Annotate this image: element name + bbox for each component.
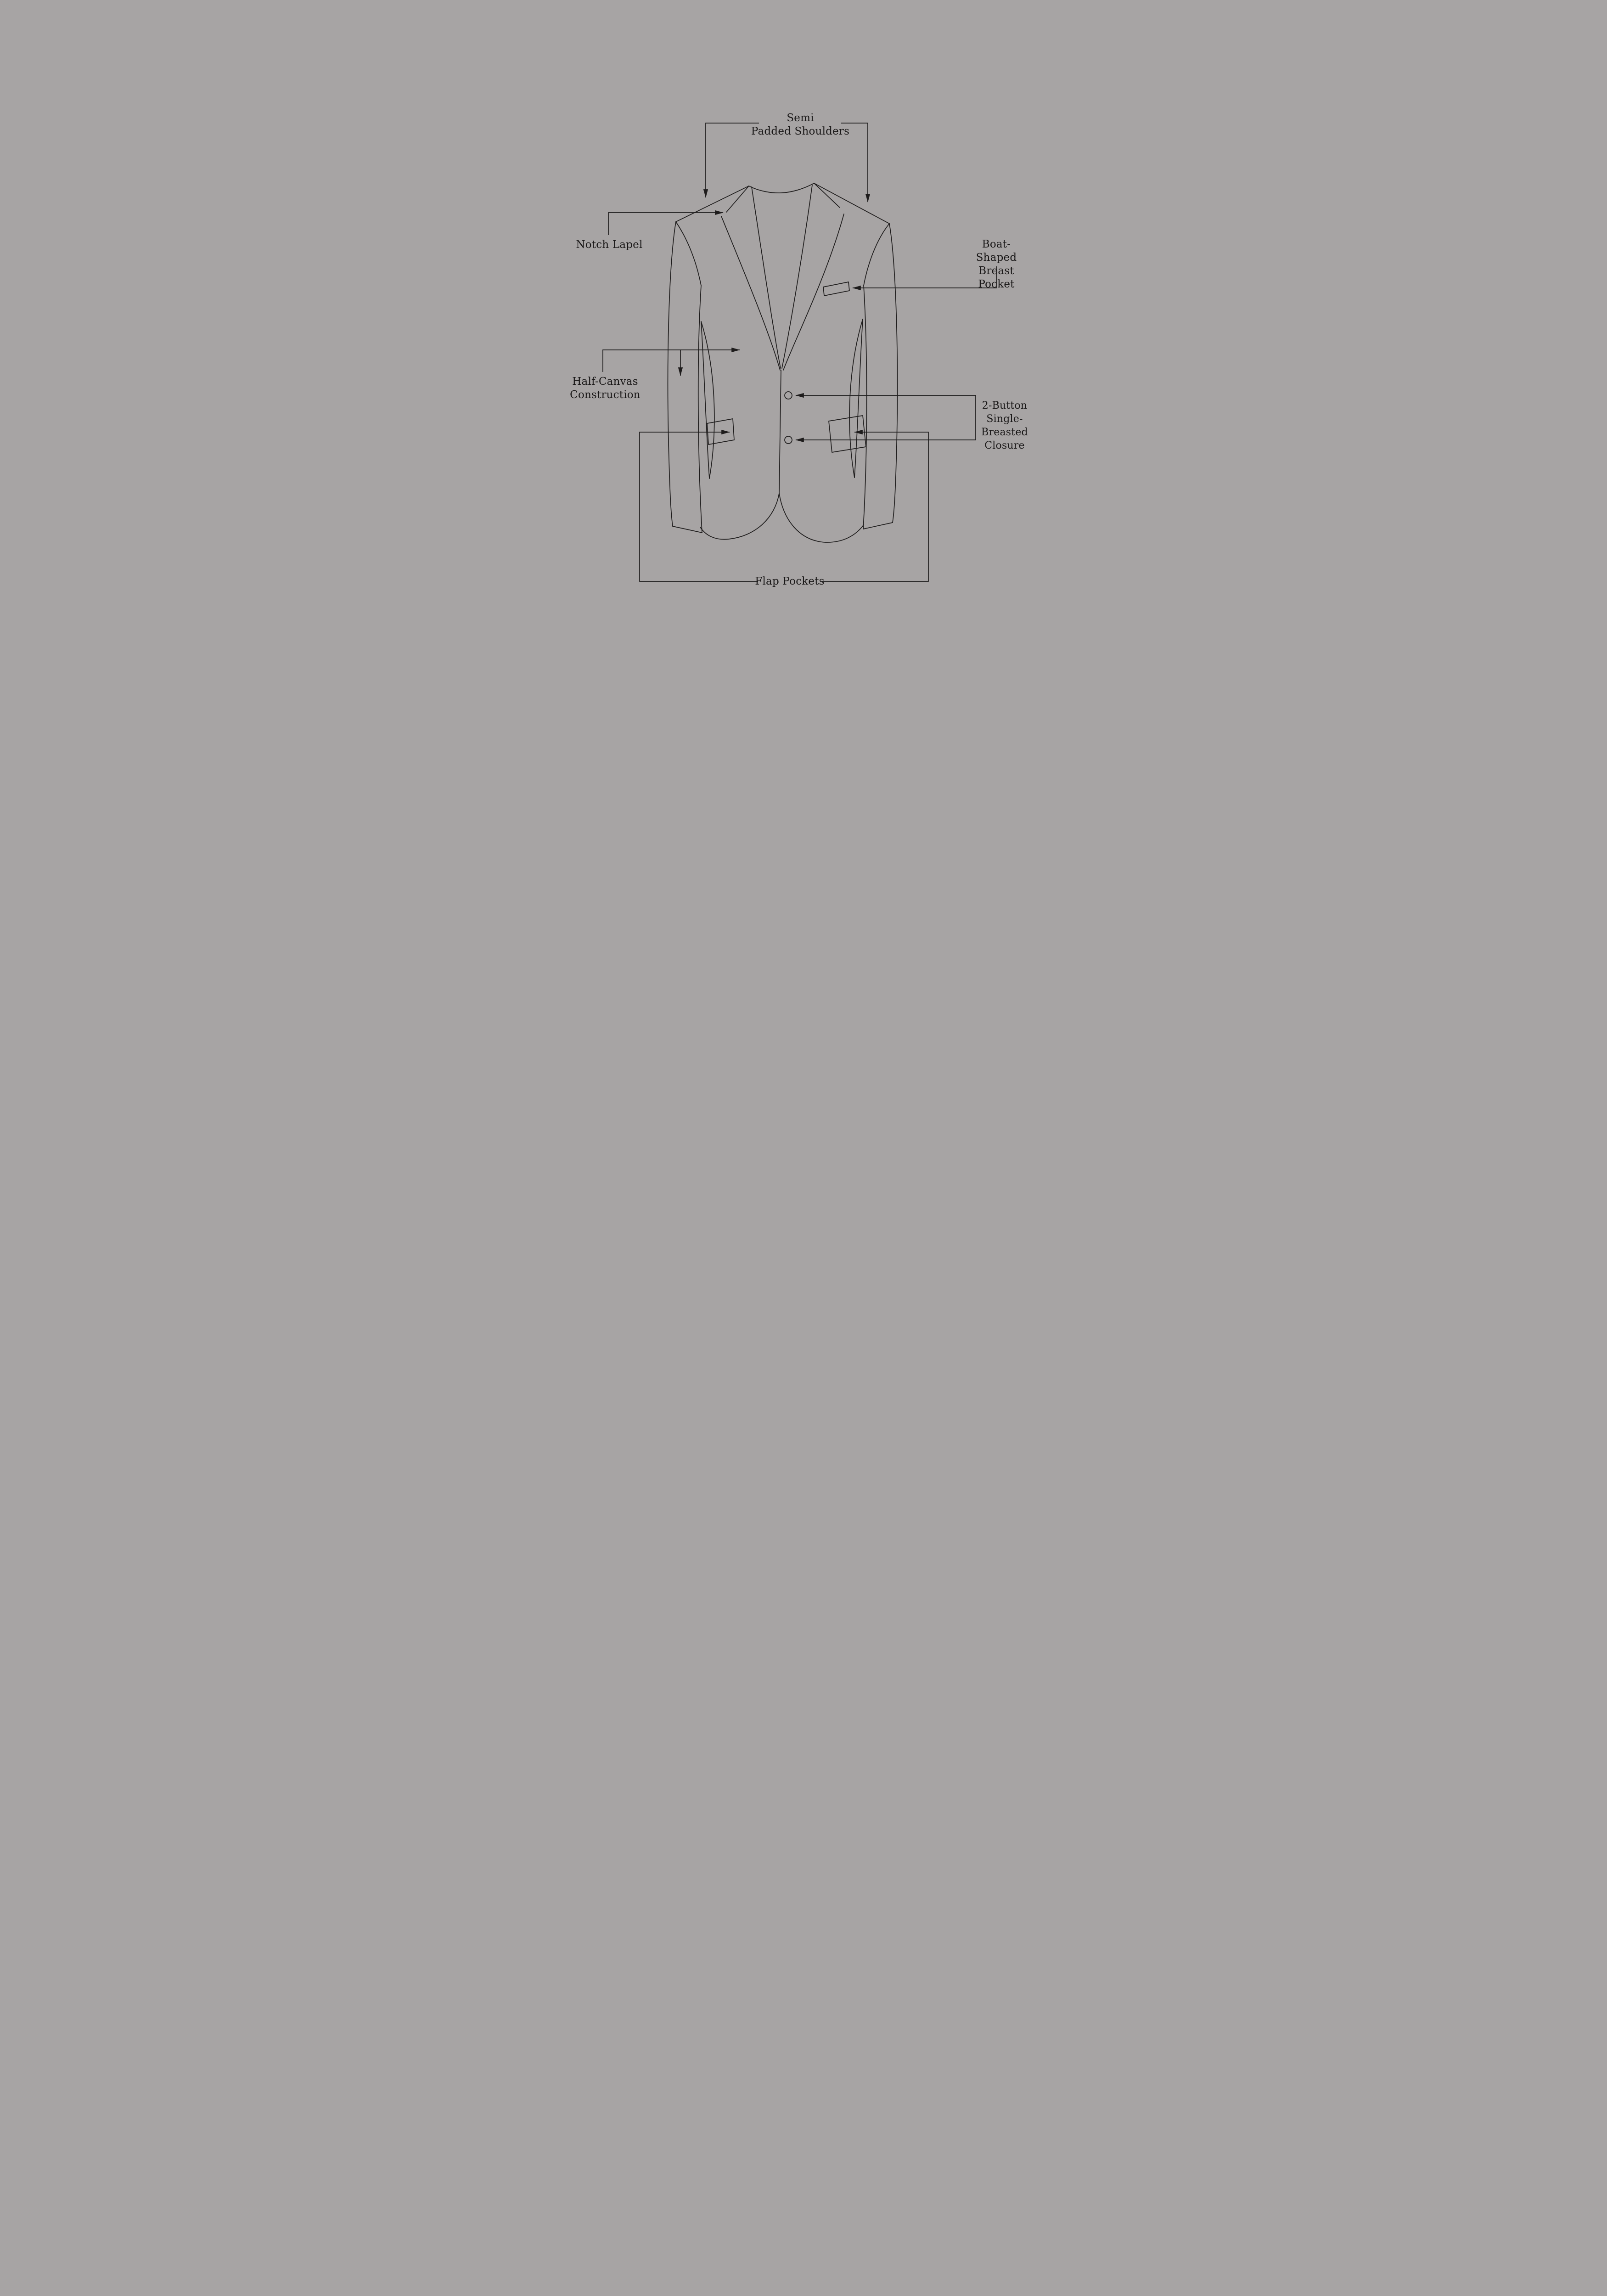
v-neck-left-line (751, 186, 781, 369)
notch-lapel-pointer-line (608, 210, 724, 235)
left-armhole (675, 221, 702, 286)
top-button (784, 391, 792, 400)
label-half-canvas-construction: Half-Canvas Construction (570, 376, 641, 401)
breast-pocket-shape (823, 281, 850, 296)
shoulders-left-pointer-line (703, 123, 759, 198)
shoulders-right-pointer-line (841, 123, 871, 203)
left-collar-edge (726, 186, 749, 213)
left-sleeve-cuff (672, 526, 702, 533)
flap-pockets-right-pointer-line (822, 429, 929, 582)
right-shoulder-seam (814, 183, 890, 224)
right-lapel-edge (783, 214, 844, 371)
left-flap-pocket-shape (707, 418, 735, 445)
center-front-closure-line (779, 370, 781, 494)
left-lapel-edge (721, 216, 781, 371)
bottom-button (784, 436, 792, 444)
left-sleeve-inner (697, 285, 702, 533)
label-boat-shaped-breast-pocket: Boat-Shaped Breast Pocket (976, 238, 1017, 290)
right-collar-edge (814, 183, 840, 208)
left-sleeve-outer (667, 221, 676, 527)
left-shoulder-seam (675, 186, 749, 222)
half-canvas-pointer-line (602, 347, 740, 372)
flap-pockets-left-pointer-line (639, 429, 758, 582)
breast-pocket-pointer-line (852, 266, 997, 291)
label-notch-lapel: Notch Lapel (576, 239, 643, 251)
label-two-button-single-breasted-closure: 2-Button Single-Breasted Closure (981, 400, 1028, 451)
left-front-hem (700, 493, 780, 540)
annotation-lines (602, 123, 997, 582)
left-panel-seam-inner (701, 321, 710, 479)
diagram-page: Semi Padded Shoulders Notch Lapel Boat-S… (562, 0, 1045, 723)
right-front-hem (779, 493, 864, 543)
right-sleeve-inner (863, 285, 867, 529)
suit-jacket-diagram (602, 123, 997, 582)
label-semi-padded-shoulders: Semi Padded Shoulders (751, 112, 850, 137)
closure-bracket-pointer-line (795, 393, 976, 443)
right-armhole (863, 223, 890, 286)
label-flap-pockets: Flap Pockets (755, 575, 825, 587)
jacket-illustration (667, 183, 898, 543)
right-flap-pocket-shape (828, 415, 866, 453)
left-panel-seam-outer (701, 321, 715, 479)
right-panel-seam-outer (849, 319, 863, 478)
right-sleeve-cuff (863, 522, 893, 529)
collar-top-line (748, 183, 815, 193)
right-sleeve-outer (889, 223, 898, 523)
right-panel-seam-inner (854, 319, 863, 478)
v-neck-right-line (781, 185, 813, 369)
